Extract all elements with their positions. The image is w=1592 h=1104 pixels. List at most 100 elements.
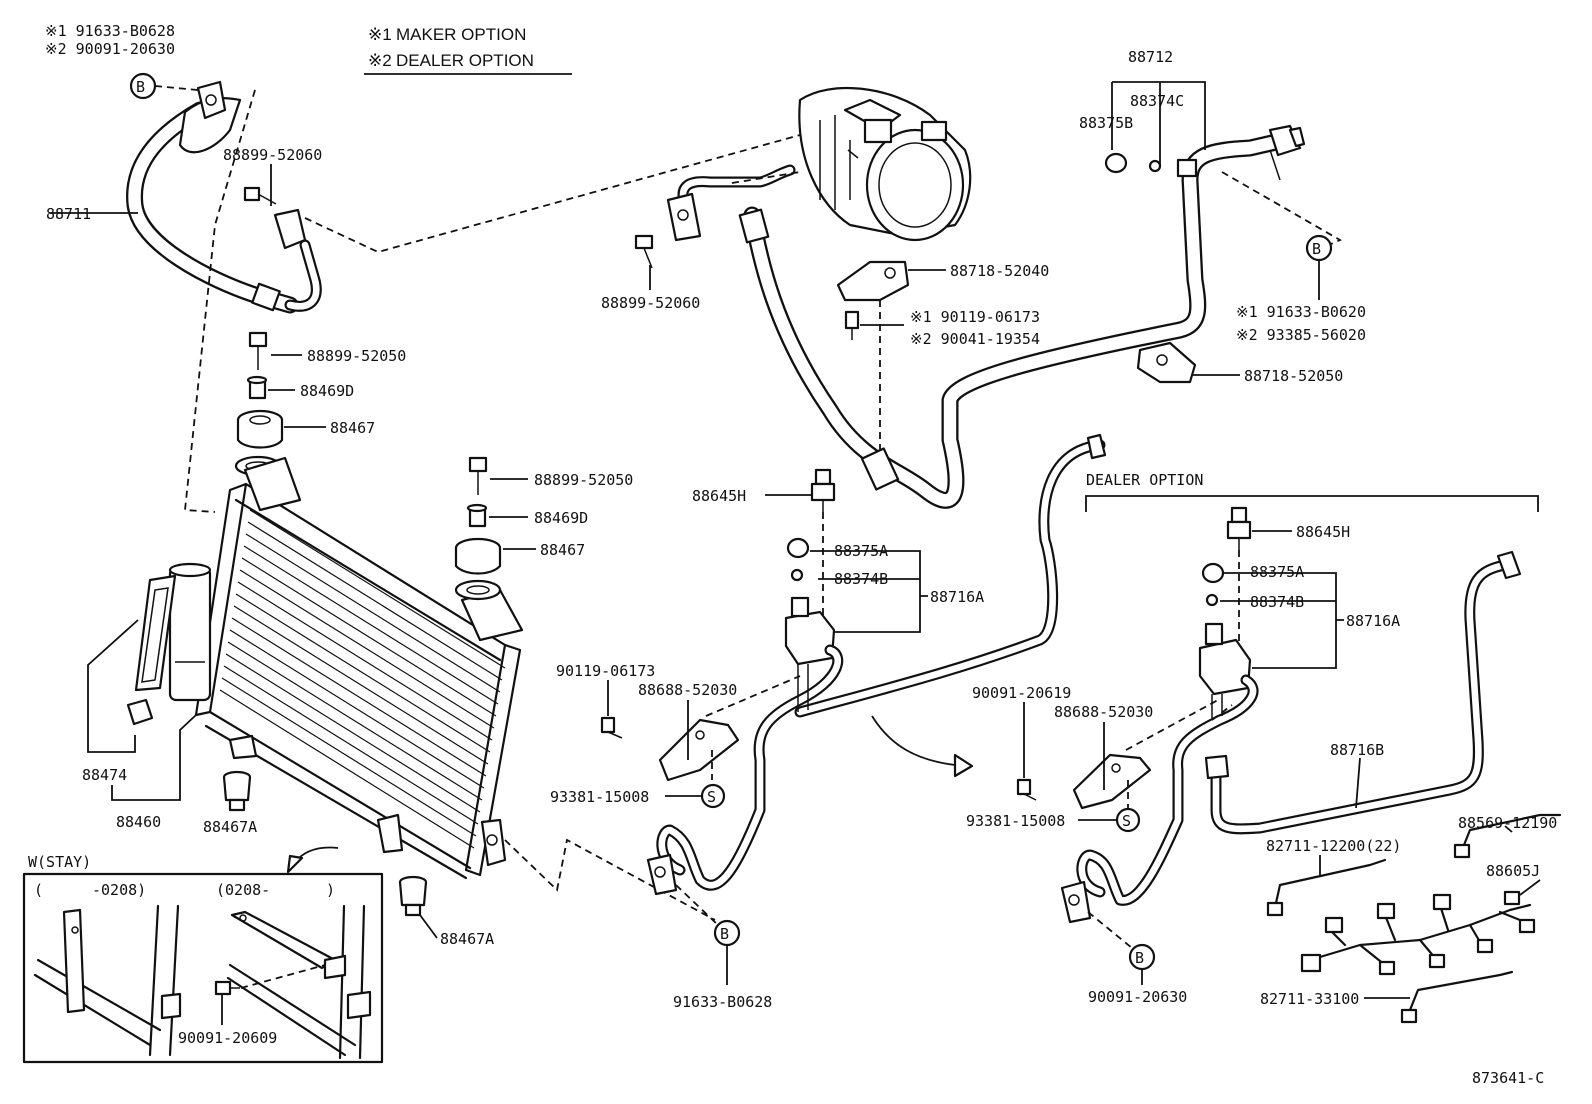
oring-88374b-a <box>790 568 804 582</box>
label-88469d-a: 88469D <box>300 382 354 400</box>
label-88605j: 88605J <box>1486 862 1540 880</box>
wire-82711-12200 <box>1266 858 1387 917</box>
cushion-88467a-a <box>222 770 252 812</box>
label-88467-a: 88467 <box>330 419 375 437</box>
block-88716a-a <box>784 596 836 666</box>
pipe-88712 <box>666 124 1306 509</box>
stay-range-right: (0208- <box>216 881 270 899</box>
label-88899-52060-a: 88899-52060 <box>223 146 322 164</box>
label-88718-52050: 88718-52050 <box>1244 367 1343 385</box>
label-mid-option-1: ※1 90119-06173 <box>910 308 1040 326</box>
label-88711: 88711 <box>46 205 91 223</box>
label-88374c: 88374C <box>1130 92 1184 110</box>
label-82711-33100: 82711-33100 <box>1260 990 1359 1008</box>
label-82711-12200: 82711-12200(22) <box>1266 837 1401 855</box>
b-symbol-lower-mid: B <box>713 919 741 947</box>
s-symbol-a: S <box>700 783 726 809</box>
label-88899-52060-b: 88899-52060 <box>601 294 700 312</box>
switch-88645h-a <box>810 468 836 512</box>
oring-88374b-b <box>1205 593 1219 607</box>
discharge-hose-88711 <box>126 80 322 314</box>
bolt-88899-52050-b <box>468 456 488 495</box>
pipe-88716a-a <box>646 433 1107 896</box>
bolt-88899-52060-a <box>243 186 277 205</box>
switch-88645h-b <box>1226 506 1252 550</box>
arrow-to-dealer-option <box>871 715 956 766</box>
harness-88605j <box>1300 890 1536 976</box>
label-90091-20609: 90091-20609 <box>178 1029 277 1047</box>
pipe-88716b <box>1204 550 1522 835</box>
label-91633-b0628: 91633-B0628 <box>673 993 772 1011</box>
label-88716a-a: 88716A <box>930 588 984 606</box>
b-symbol-lower-right: B <box>1128 943 1156 971</box>
bracket-88718-52040 <box>836 260 910 302</box>
cushion-88467a-b <box>398 875 428 917</box>
option-legend: ※1 MAKER OPTION ※2 DEALER OPTION <box>364 25 572 75</box>
cap-88375b <box>1104 152 1128 174</box>
b-symbol-right: B <box>1305 234 1333 262</box>
label-88467-b: 88467 <box>540 541 585 559</box>
wire-82711-33100 <box>1400 970 1514 1024</box>
svg-text:S: S <box>707 788 716 806</box>
dealer-option-bracket <box>1085 495 1539 512</box>
svg-text:S: S <box>1122 812 1131 830</box>
label-88375a-b: 88375A <box>1250 563 1304 581</box>
legend-maker-option: MAKER OPTION <box>396 25 526 44</box>
legend-mark-1: ※1 <box>368 25 392 44</box>
svg-text:B: B <box>720 925 729 943</box>
label-88712: 88712 <box>1128 48 1173 66</box>
label-88375b: 88375B <box>1079 114 1133 132</box>
b-symbol-top-left: B <box>129 72 157 100</box>
legend-dealer-option: DEALER OPTION <box>396 51 534 70</box>
collar-88469d-b <box>466 503 488 528</box>
screw-90119-06173 <box>600 716 623 739</box>
cushion-88467-a <box>236 409 284 449</box>
leader-88712 <box>1111 81 1206 165</box>
stay-inset-frame <box>22 872 384 1064</box>
screw-90091-20619 <box>1016 778 1037 801</box>
bracket-88688-52030-a <box>658 718 740 782</box>
label-88467a-a: 88467A <box>203 818 257 836</box>
label-90091-20630: 90091-20630 <box>1088 988 1187 1006</box>
svg-text:B: B <box>1135 949 1144 967</box>
s-symbol-b: S <box>1115 807 1141 833</box>
stay-range-left-open: ( <box>34 881 43 899</box>
label-90119-06173: 90119-06173 <box>556 662 655 680</box>
figure-id: 873641-C <box>1472 1069 1544 1087</box>
dash-b-to-hose <box>154 85 199 91</box>
label-88688-52030-a: 88688-52030 <box>638 681 737 699</box>
condenser-88460 <box>168 455 524 880</box>
label-88469d-b: 88469D <box>534 509 588 527</box>
label-88467a-b: 88467A <box>440 930 494 948</box>
wire-88569-12190 <box>1453 813 1562 859</box>
label-88716b: 88716B <box>1330 741 1384 759</box>
compressor <box>798 86 972 242</box>
stay-range-right-close: ) <box>326 881 335 899</box>
label-88460: 88460 <box>116 813 161 831</box>
label-93381-15008-a: 93381-15008 <box>550 788 649 806</box>
cushion-88467-b <box>454 537 502 601</box>
leader-88474 <box>87 619 139 753</box>
bracket-88718-52050 <box>1136 341 1197 384</box>
leader-88460 <box>111 714 197 801</box>
label-top-left-option-1: ※1 91633-B0628 <box>45 22 175 40</box>
label-88688-52030-b: 88688-52030 <box>1054 703 1153 721</box>
label-88474: 88474 <box>82 766 127 784</box>
seal-88474 <box>126 574 177 726</box>
label-right-option-2: ※2 93385-56020 <box>1236 326 1366 344</box>
cap-88375a-b <box>1201 562 1225 584</box>
collar-88469d-a <box>246 375 268 400</box>
label-90091-20619: 90091-20619 <box>972 684 1071 702</box>
stay-range-left: -0208) <box>92 881 146 899</box>
svg-text:B: B <box>136 78 145 96</box>
pipe-88716a-b <box>1060 674 1259 924</box>
label-mid-option-2: ※2 90041-19354 <box>910 330 1040 348</box>
label-top-left-option-2: ※2 90091-20630 <box>45 40 175 58</box>
dash-condenser-to-pipe <box>504 838 716 921</box>
label-88645h-a: 88645H <box>692 487 746 505</box>
label-88718-52040: 88718-52040 <box>950 262 1049 280</box>
cap-88375a-a <box>786 537 810 559</box>
svg-text:B: B <box>1312 240 1321 258</box>
label-right-option-1: ※1 91633-B0620 <box>1236 303 1366 321</box>
